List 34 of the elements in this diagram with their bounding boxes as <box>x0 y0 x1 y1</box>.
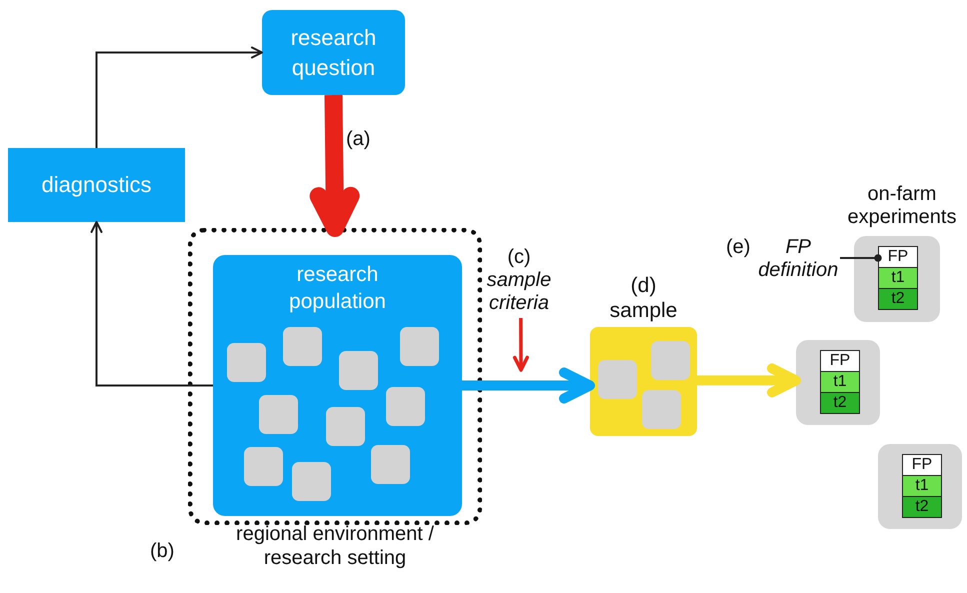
box-heading: research population <box>288 262 387 316</box>
boundary-caption: regional environment / research setting <box>236 522 434 570</box>
box-label: research question <box>290 24 378 82</box>
table-cell: t1 <box>903 475 941 496</box>
annotation-text: sample criteria <box>486 269 552 315</box>
step-marker: (c) <box>507 246 531 269</box>
experiment-box <box>878 444 962 529</box>
edge-label: (a) <box>346 128 370 151</box>
population-box <box>213 255 462 516</box>
box-heading: (d) <box>630 272 658 298</box>
table-cell: t1 <box>821 371 859 392</box>
flow-arrow <box>697 363 801 398</box>
table-cell: FP <box>879 247 917 267</box>
step-marker: (e) <box>726 236 750 259</box>
connector-arrow <box>90 221 213 386</box>
process-box <box>8 148 185 222</box>
step-marker: (b) <box>150 540 174 563</box>
connector-arrow <box>512 318 529 372</box>
connector-arrow <box>96 46 263 148</box>
annotation-text: FP definition <box>757 236 840 282</box>
experiment-box <box>796 340 880 425</box>
table-cell: t2 <box>821 392 859 413</box>
box-label: diagnostics <box>41 171 152 200</box>
table-cell: t2 <box>903 496 941 517</box>
table-cell: FP <box>903 455 941 475</box>
table-cell: t1 <box>879 267 917 288</box>
section-heading: on-farm experiments <box>846 183 958 229</box>
experiment-box <box>854 236 940 322</box>
table-cell: FP <box>821 351 859 371</box>
table-cell: t2 <box>879 288 917 309</box>
flow-arrow <box>310 94 360 237</box>
leader-line <box>840 254 882 262</box>
box-heading: sample <box>610 298 678 323</box>
process-box <box>262 10 405 95</box>
